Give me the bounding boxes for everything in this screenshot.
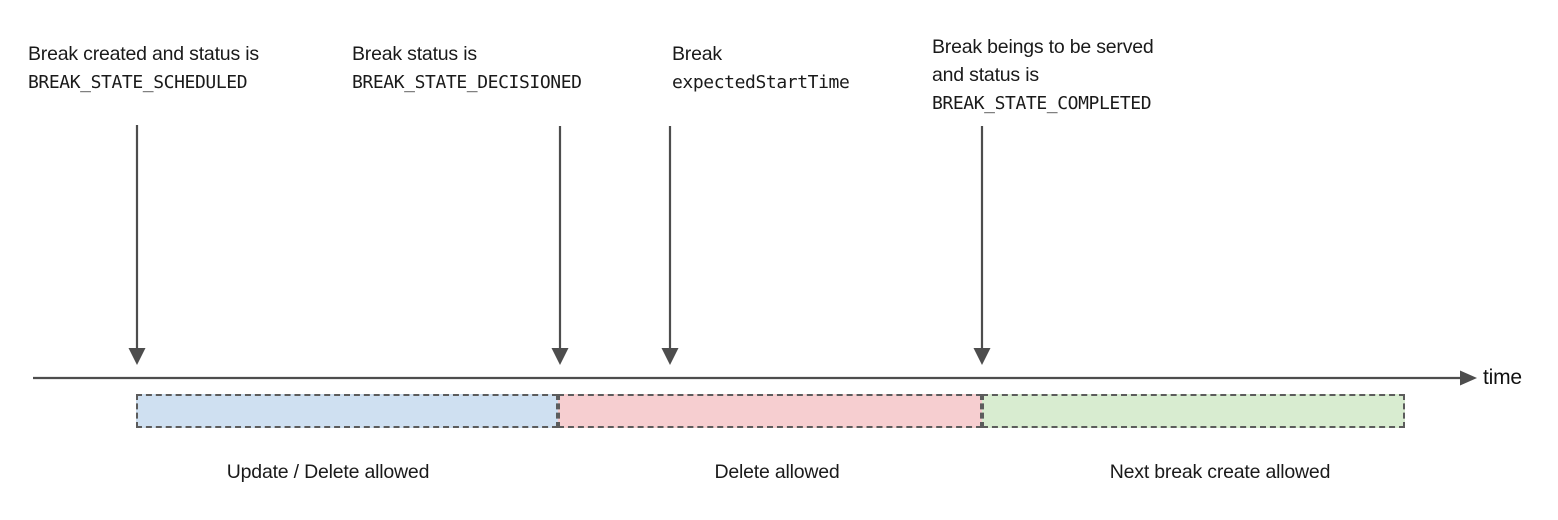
phase-bar-completed [982, 394, 1405, 428]
event-label-expected-start-time: Break expectedStartTime [672, 40, 850, 97]
event-label-line: Break created and status is [28, 43, 259, 65]
event-arrow-completed [973, 126, 991, 365]
event-label-line: Break beings to be served [932, 36, 1154, 58]
event-label-line: and status is [932, 64, 1039, 86]
time-axis-label: time [1483, 366, 1522, 389]
phase-bar-decisioned [558, 394, 982, 428]
phase-caption-scheduled: Update / Delete allowed [226, 461, 430, 483]
timeline-axis-arrow [33, 370, 1477, 386]
phase-bar-scheduled [136, 394, 558, 428]
event-label-line: BREAK_STATE_COMPLETED [932, 93, 1152, 114]
event-arrow-expected-start-time [661, 126, 679, 365]
event-label-line: expectedStartTime [672, 72, 850, 93]
phase-caption-decisioned: Delete allowed [714, 461, 840, 483]
event-arrow-decisioned [551, 126, 569, 365]
event-arrow-scheduled [128, 125, 146, 365]
event-label-line: Break [672, 43, 722, 65]
phase-caption-completed: Next break create allowed [1109, 461, 1331, 483]
event-label-line: BREAK_STATE_SCHEDULED [28, 72, 248, 93]
event-label-decisioned: Break status is BREAK_STATE_DECISIONED [352, 40, 582, 97]
event-label-line: BREAK_STATE_DECISIONED [352, 72, 582, 93]
event-label-line: Break status is [352, 43, 477, 65]
event-label-completed: Break beings to be served and status is BR… [932, 33, 1154, 118]
event-label-scheduled: Break created and status is BREAK_STATE_S… [28, 40, 259, 97]
